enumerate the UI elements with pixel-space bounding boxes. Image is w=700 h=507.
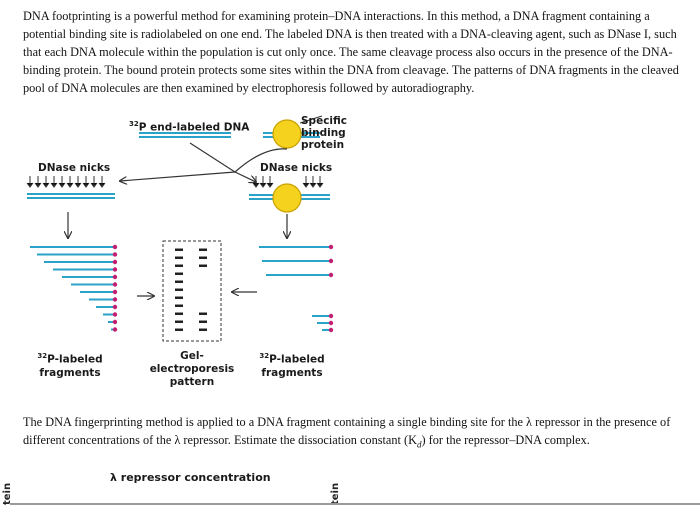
arrow-link <box>234 148 288 173</box>
gel-band <box>199 320 207 323</box>
gel-band <box>175 320 183 323</box>
radiolabel-dot <box>112 327 118 332</box>
radiolabel-dot <box>328 258 334 264</box>
fragment-ladder-left <box>30 244 118 332</box>
dnase-nick-arrows-right <box>252 176 324 188</box>
dna-left <box>27 193 115 199</box>
footprinting-figure <box>26 115 334 342</box>
radiolabel-dot <box>112 244 118 250</box>
gel-band <box>175 304 183 307</box>
dna-right <box>249 183 330 213</box>
gel-band <box>175 312 183 315</box>
radiolabel-dot <box>112 252 118 257</box>
radiolabel-dot <box>112 319 118 325</box>
intro-paragraph: DNA footprinting is a powerful method fo… <box>23 9 679 95</box>
gel-band <box>175 288 183 291</box>
arrow-left-branch <box>120 142 237 181</box>
dnase-nick-arrows-left <box>26 176 106 188</box>
top-dna-label: 32P end-labeled DNA <box>129 120 250 134</box>
radiolabel-dot <box>328 313 334 319</box>
gel-band <box>199 256 207 259</box>
fragments-right-label: 32P-labeled fragments <box>259 352 325 379</box>
arrow-right-branch <box>234 171 256 182</box>
binding-protein-icon <box>272 183 302 213</box>
gel-band <box>175 328 183 331</box>
radiolabel-dot <box>112 304 118 310</box>
radiolabel-dot <box>112 289 118 295</box>
top-dna-strand <box>139 132 231 138</box>
fragment-ladder-right <box>259 244 334 333</box>
radiolabel-dot <box>112 259 118 265</box>
gel-band <box>175 272 183 275</box>
gel-bands <box>175 248 207 331</box>
radiolabel-dot <box>328 327 334 333</box>
table-header: λ repressor concentration <box>110 471 271 484</box>
radiolabel-dot <box>328 272 334 278</box>
radiolabel-dot <box>328 244 334 250</box>
protein-label: Specific binding protein <box>301 115 348 151</box>
gel-band <box>199 248 207 251</box>
nicks-left-label: DNase nicks <box>38 162 111 174</box>
gel-band <box>199 264 207 267</box>
question-paragraph: The DNA fingerprinting method is applied… <box>23 415 671 450</box>
table-top-rule <box>10 503 700 505</box>
gel-band <box>199 312 207 315</box>
gel-band <box>175 256 183 259</box>
gel-band <box>199 328 207 331</box>
gel-label: Gel-electroporesis pattern <box>149 350 235 388</box>
fragments-left-label: 32P-labeled fragments <box>37 352 103 379</box>
protein-bound-dna-top <box>263 115 323 149</box>
table-col-protein-left: tein <box>2 482 13 505</box>
radiolabel-dot <box>112 274 118 280</box>
binding-protein-icon <box>272 119 302 149</box>
gel-box <box>162 240 222 342</box>
gel-band <box>175 264 183 267</box>
gel-band <box>175 248 183 251</box>
radiolabel-dot <box>112 297 118 302</box>
gel-band <box>175 280 183 283</box>
nicks-right-label: DNase nicks <box>260 162 333 174</box>
table-col-protein-right: tein <box>330 482 341 505</box>
radiolabel-dot <box>112 312 118 317</box>
radiolabel-dot <box>328 320 334 326</box>
gel-band <box>175 296 183 299</box>
radiolabel-dot <box>112 267 118 272</box>
radiolabel-dot <box>112 282 118 287</box>
